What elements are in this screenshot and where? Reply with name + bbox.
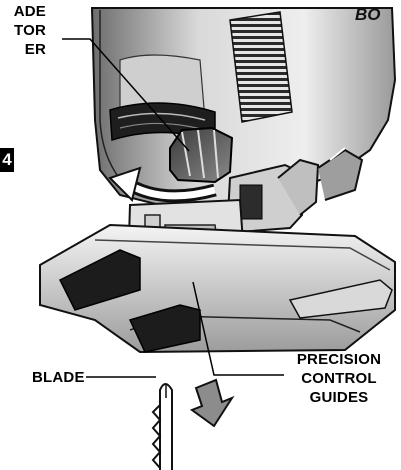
blade-selector-lever xyxy=(169,126,234,184)
callout-line: GUIDES xyxy=(309,389,369,406)
precision-control-guides-callout: PRECISION CONTROL GUIDES xyxy=(282,350,396,407)
curved-arrow-icon xyxy=(108,166,217,203)
switch-module xyxy=(226,147,364,234)
callout-line: ER xyxy=(24,41,46,58)
callout-line: ADE xyxy=(13,3,46,20)
lever-leader-line xyxy=(62,38,190,152)
callout-line: PRECISION xyxy=(296,351,382,368)
base-shoe xyxy=(39,223,396,354)
guides-leader-line xyxy=(192,281,284,376)
blade-callout: BLADE xyxy=(32,369,85,386)
callout-line: TOR xyxy=(14,22,46,39)
figure-number-badge: 4 xyxy=(0,148,14,172)
blade xyxy=(151,383,173,470)
grip-ribs xyxy=(229,11,293,123)
brand-logo-fragment: BO xyxy=(355,5,381,24)
down-arrow-icon xyxy=(189,378,235,428)
leader-lines xyxy=(62,38,284,378)
blade-selector-lever-callout: ADE TOR ER xyxy=(0,2,46,59)
callout-line: CONTROL xyxy=(301,370,377,387)
